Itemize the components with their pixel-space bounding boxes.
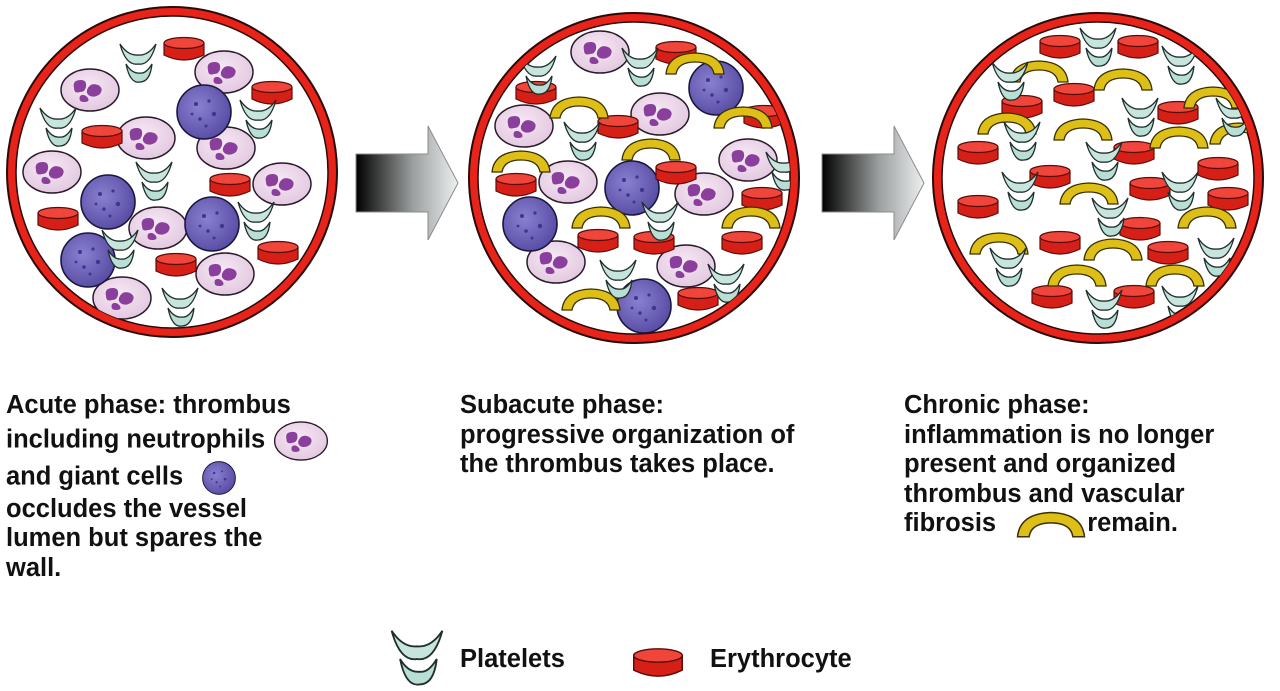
caption-line: lumen but spares the [6,524,263,552]
arrow-icon [355,125,459,241]
erythrocyte-icon [1147,240,1189,265]
caption-line: occludes the vessel [6,494,247,523]
caption-line: progressive organization of [460,420,795,449]
caption-line: including neutrophils [6,425,266,454]
neutrophil-icon [60,68,120,112]
caption-chronic: Chronic phase: inflammation is no longer… [904,391,1214,539]
erythrocyte-icon [155,252,197,277]
caption-subacute: Subacute phase: progressive organization… [460,391,794,480]
caption-acute: Acute phase: thrombus including neutroph… [6,391,330,583]
erythrocyte-icon [1039,34,1081,59]
neutrophil-icon [274,420,329,461]
arrow-icon [821,125,925,241]
erythrocyte-icon [1129,176,1171,201]
caption-line: present and organized [904,450,1177,478]
erythrocyte-icon [1053,82,1095,107]
vessel-acute [6,6,338,338]
erythrocyte-icon [1031,284,1073,309]
erythrocyte-icon [721,230,763,255]
erythrocyte-icon [957,140,999,165]
legend-erythrocyte-label: Erythrocyte [710,645,852,673]
caption-line: the thrombus takes place. [460,450,775,478]
neutrophil-icon [116,116,176,160]
caption-line: and giant cells [6,462,184,491]
erythrocyte-icon [209,172,251,197]
erythrocyte-icon [1197,156,1239,181]
erythrocyte-icon [1207,186,1249,211]
erythrocyte-icon [655,160,697,185]
erythrocyte-icon [1117,34,1159,59]
erythrocyte-icon [1039,230,1081,255]
caption-line: wall. [6,553,62,582]
caption-line: thrombus and vascular [904,479,1185,508]
erythrocyte-icon [251,80,293,105]
neutrophil-icon [22,150,82,194]
neutrophil-icon [128,206,188,250]
neutrophil-icon [630,92,690,136]
giant-cell-icon [502,196,558,252]
neutrophil-icon [195,252,255,296]
giant-cell-icon [80,174,136,230]
erythrocyte-icon [495,172,537,197]
erythrocyte-icon [632,647,684,678]
neutrophil-icon [252,162,312,206]
caption-line: inflammation is no longer [904,420,1215,449]
vessel-subacute [468,12,800,344]
erythrocyte-icon [957,194,999,219]
giant-cell-icon [202,460,237,495]
caption-line: fibrosis [904,509,997,537]
vessel-chronic [932,12,1264,344]
erythrocyte-icon [597,114,639,139]
giant-cell-icon [184,196,240,252]
erythrocyte-icon [37,206,79,231]
caption-line: Chronic phase: [904,391,1090,419]
caption-line: remain. [1087,509,1178,537]
erythrocyte-icon [1119,216,1161,241]
caption-line: Acute phase: thrombus [6,391,291,419]
neutrophil-icon [494,104,554,148]
caption-line: Subacute phase: [460,391,665,419]
giant-cell-icon [604,160,660,216]
fibrosis-icon [1016,511,1086,538]
erythrocyte-icon [81,124,123,149]
giant-cell-icon [176,84,232,140]
erythrocyte-icon [163,36,205,61]
legend-platelets-label: Platelets [460,645,565,673]
platelet-icon [390,629,444,686]
erythrocyte-icon [257,240,299,265]
neutrophil-icon [570,30,630,74]
erythrocyte-icon [677,286,719,311]
erythrocyte-icon [577,228,619,253]
